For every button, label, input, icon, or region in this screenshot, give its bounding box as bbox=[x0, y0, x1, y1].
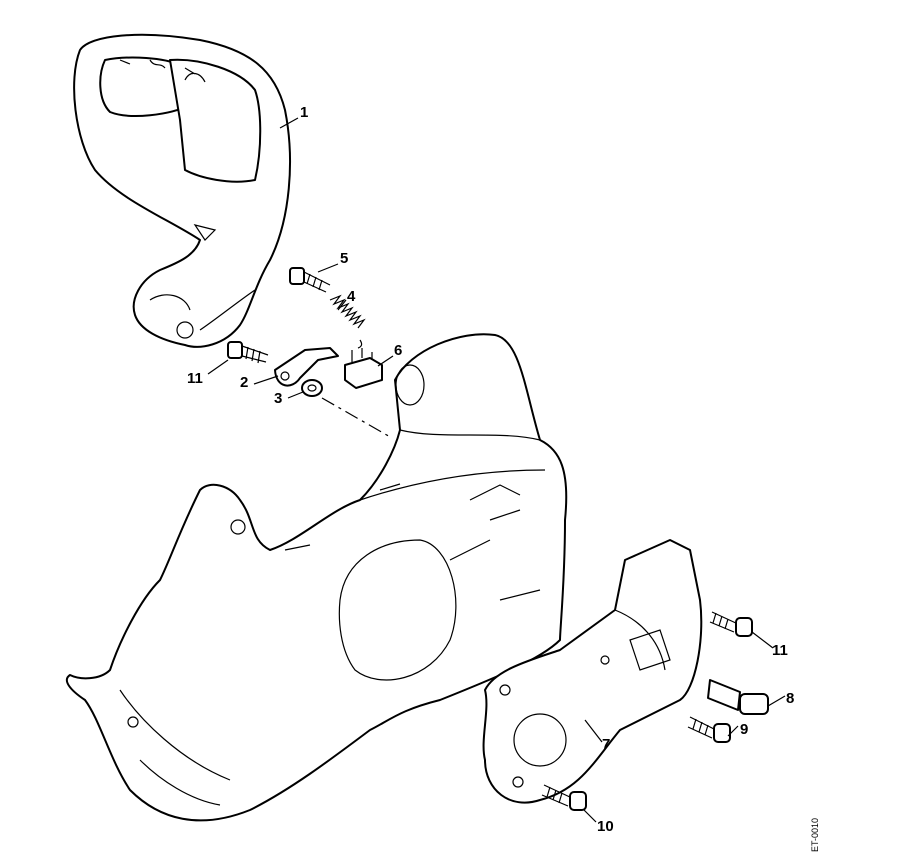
spring-4 bbox=[329, 294, 366, 349]
callout-6: 6 bbox=[394, 342, 402, 359]
callout-9: 9 bbox=[740, 721, 748, 738]
callout-3: 3 bbox=[274, 390, 282, 407]
switch-6 bbox=[344, 348, 383, 389]
screw-5 bbox=[289, 267, 331, 293]
callout-5: 5 bbox=[340, 250, 348, 267]
callout-10: 10 bbox=[597, 818, 614, 835]
callout-2: 2 bbox=[240, 374, 248, 391]
hand-guard-part bbox=[73, 33, 291, 348]
housing bbox=[65, 333, 568, 822]
callout-11-right: 11 bbox=[772, 642, 788, 659]
callout-7: 7 bbox=[602, 736, 610, 753]
screw-10 bbox=[541, 784, 587, 811]
stud-8 bbox=[707, 679, 769, 715]
callout-8: 8 bbox=[786, 690, 794, 707]
screw-9 bbox=[687, 716, 731, 743]
reference-code: ET-0010 bbox=[810, 818, 820, 852]
callout-4: 4 bbox=[347, 288, 356, 305]
lever-2 bbox=[274, 347, 339, 387]
leader-lines bbox=[207, 117, 786, 823]
plate-7 bbox=[482, 539, 703, 804]
callout-11-top: 11 bbox=[187, 370, 203, 387]
bushing-3 bbox=[301, 379, 323, 397]
screw-11-right bbox=[709, 611, 753, 637]
callout-1: 1 bbox=[300, 104, 308, 121]
screw-11-top bbox=[227, 341, 269, 364]
